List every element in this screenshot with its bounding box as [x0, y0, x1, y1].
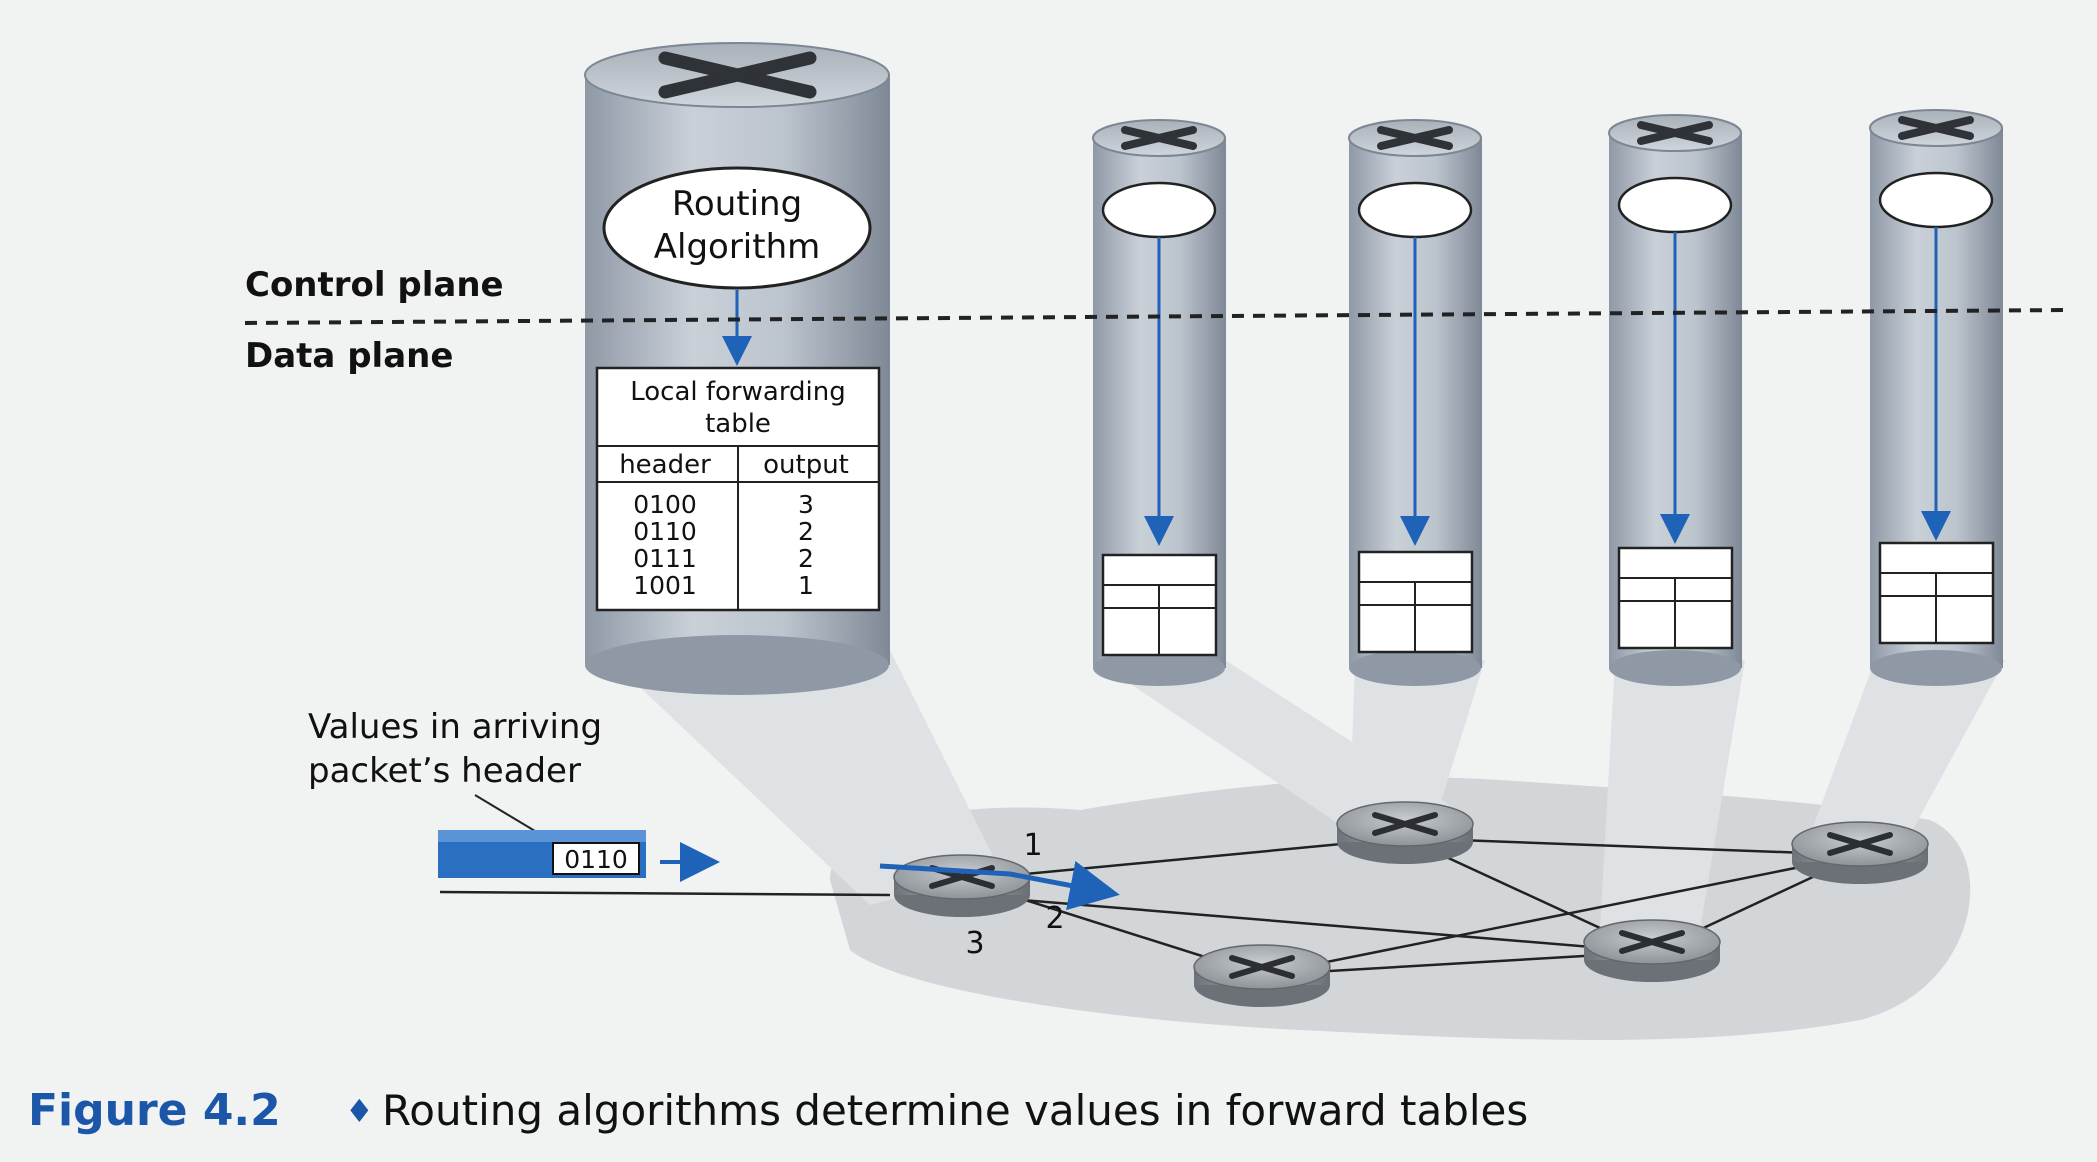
table-cell-header: 0111 [633, 544, 697, 573]
router-icon [1377, 126, 1453, 150]
router-icon [1827, 832, 1893, 856]
table-title-2: table [705, 409, 771, 439]
table-column-header: header [619, 450, 711, 480]
router-d [1193, 944, 1331, 1007]
table-cell-output: 1 [798, 571, 814, 600]
router-icon [1372, 812, 1438, 836]
beam-main [590, 640, 1000, 905]
link-label-1: 1 [1023, 828, 1042, 863]
plane-separator [244, 308, 2071, 325]
link-label-2: 2 [1045, 901, 1064, 936]
router-icon [1229, 955, 1295, 979]
arriving-header-label-2: packet’s header [308, 751, 581, 791]
arrow-icon [879, 860, 1120, 911]
router-icon [1121, 126, 1197, 150]
beam-3 [1600, 660, 1745, 930]
table-cell-output: 3 [798, 490, 814, 519]
router-icon [658, 51, 817, 99]
incoming-link [439, 890, 891, 897]
link-label-3: 3 [965, 926, 984, 961]
router-e [1583, 919, 1721, 982]
router-cylinder-2 [1348, 119, 1482, 686]
router-icon [1619, 930, 1685, 954]
table-column-output: output [763, 450, 849, 480]
beam-4 [1810, 660, 2005, 835]
routing-algorithm-label-2: Algorithm [654, 227, 821, 267]
table-title-1: Local forwarding [630, 377, 846, 407]
router-c [1791, 821, 1929, 884]
table-cell-output: 2 [798, 544, 814, 573]
table-cell-output: 2 [798, 517, 814, 546]
table-cell-header: 1001 [633, 571, 697, 600]
caption-text: Routing algorithms determine values in f… [382, 1086, 1528, 1135]
router-cylinder-1 [1092, 119, 1226, 686]
router-b [1336, 801, 1474, 864]
router-cylinder-3 [1608, 114, 1742, 686]
figure-number: Figure 4.2 [28, 1085, 281, 1136]
local-forwarding-table: Local forwarding table header output 010… [595, 366, 881, 612]
data-plane-label: Data plane [245, 336, 453, 376]
router-icon [1637, 121, 1713, 145]
router-icon [1898, 116, 1974, 140]
routing-algorithm-bubble [602, 166, 872, 290]
router-a [893, 854, 1031, 917]
router-cylinder-4 [1869, 109, 2003, 686]
packet-icon: 0110 [438, 830, 646, 878]
beam-2 [1350, 660, 1485, 805]
routing-algorithm-label-1: Routing [672, 184, 802, 224]
arriving-header-label-1: Values in arriving [308, 707, 602, 747]
caption-separator: ♦ [345, 1092, 374, 1130]
table-cell-header: 0110 [633, 517, 697, 546]
table-cell-header: 0100 [633, 490, 697, 519]
packet-header-value: 0110 [564, 845, 628, 874]
control-plane-label: Control plane [245, 265, 504, 305]
